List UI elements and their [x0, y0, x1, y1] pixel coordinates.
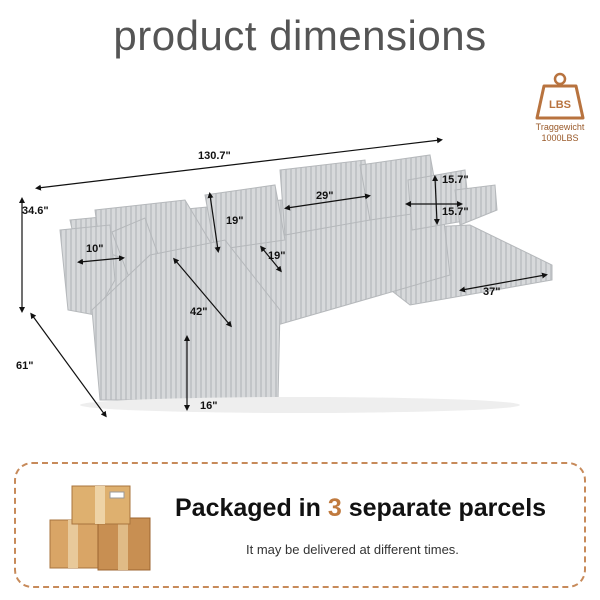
weight-icon: LBS: [535, 72, 585, 120]
dim-back-cushion-width: 29": [316, 190, 334, 202]
packaging-note: It may be delivered at different times.: [246, 542, 459, 557]
sofa-diagram: 130.7" 34.6" 61" 10" 19" 29" 15.7" 15.7"…: [0, 100, 600, 430]
dim-pillow-height: 15.7": [442, 174, 469, 186]
packaging-headline: Packaged in 3 separate parcels: [175, 494, 546, 523]
dim-seat-depth: 19": [268, 250, 286, 262]
sofa-illustration: [19, 137, 553, 418]
dim-back-cushion-height: 19": [226, 215, 244, 227]
dim-pillow-width: 15.7": [442, 206, 469, 218]
dim-arm-width: 10": [86, 243, 104, 255]
weight-label: Traggewicht: [535, 122, 585, 132]
packaging-text-before: Packaged in: [175, 494, 328, 522]
dim-height: 34.6": [22, 205, 49, 217]
packaging-panel: [14, 462, 586, 588]
dim-chaise-length: 42": [190, 306, 208, 318]
weight-unit: LBS: [549, 99, 571, 111]
weight-value: 1000LBS: [541, 133, 579, 143]
dim-chaise-width: 37": [483, 286, 501, 298]
parcel-count: 3: [327, 494, 342, 522]
parcel-boxes-icon: [40, 478, 160, 578]
dim-seat-height: 16": [200, 400, 218, 412]
weight-badge: LBS Traggewicht 1000LBS: [520, 70, 600, 150]
dim-total-width: 130.7": [198, 150, 231, 162]
dim-depth: 61": [16, 360, 34, 372]
page-title: product dimensions: [113, 12, 487, 59]
packaging-text-after: separate parcels: [341, 494, 547, 522]
